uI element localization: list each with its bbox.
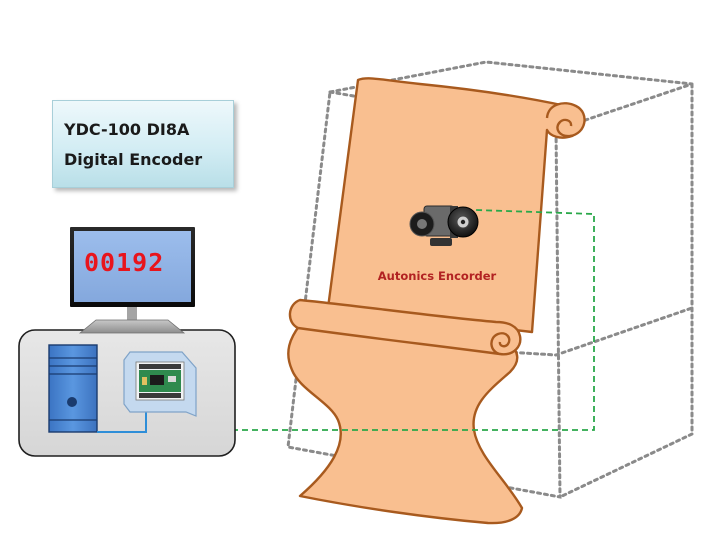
product-type-label: Digital Encoder <box>64 150 203 169</box>
monitor-stand <box>78 304 186 334</box>
product-title-box: YDC-100 DI8A Digital Encoder <box>52 100 234 188</box>
paper-roll <box>287 77 586 525</box>
encoder-count-display: 00192 <box>84 248 165 277</box>
encoder-label: Autonics Encorder <box>377 269 497 283</box>
product-model-label: YDC-100 DI8A <box>64 120 190 139</box>
daq-board-icon <box>123 351 197 417</box>
usb-cable <box>97 412 147 433</box>
desktop-tower-icon <box>48 344 98 433</box>
rotary-encoder-wheel-icon <box>409 205 479 246</box>
monitor-icon <box>70 227 195 307</box>
signal-line <box>171 209 595 431</box>
